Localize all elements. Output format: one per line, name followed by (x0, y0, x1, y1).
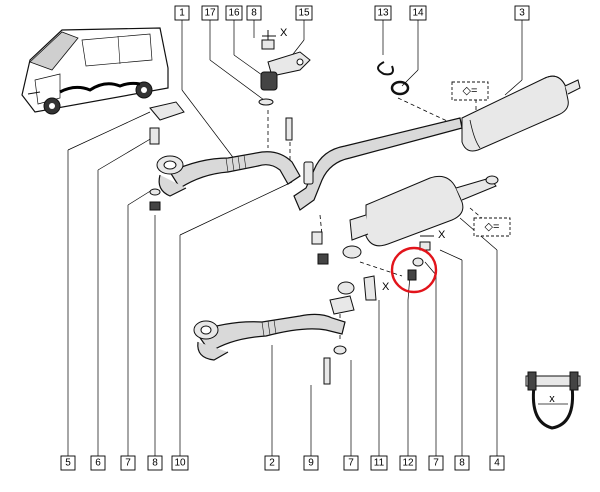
callout-11: 11 (370, 455, 388, 471)
callout-8-b: 8 (454, 455, 470, 471)
callout-7-c: 7 (428, 455, 444, 471)
svg-text:10: 10 (174, 458, 186, 469)
svg-text:8: 8 (251, 8, 257, 19)
torque-box-right: ◇= (473, 217, 511, 237)
svg-text:4: 4 (494, 458, 500, 469)
svg-text:3: 3 (519, 8, 525, 19)
svg-text:16: 16 (228, 8, 240, 19)
callout-7-b: 7 (343, 455, 359, 471)
callout-10: 10 (171, 455, 189, 471)
svg-text:15: 15 (298, 8, 310, 19)
callout-16: 16 (225, 5, 243, 21)
torque-box-top: ◇= (451, 81, 489, 101)
callout-15: 15 (295, 5, 313, 21)
rear-silencer (461, 75, 581, 152)
svg-text:12: 12 (402, 458, 414, 469)
callout-4: 4 (489, 455, 505, 471)
svg-text:7: 7 (433, 458, 439, 469)
svg-text:14: 14 (412, 8, 424, 19)
clamp-x-label: x (549, 393, 555, 405)
svg-text:8: 8 (152, 458, 158, 469)
torque-symbol-right: ◇= (485, 221, 500, 233)
clamp-detail: x (525, 371, 581, 430)
svg-text:8: 8 (459, 458, 465, 469)
callout-8-a: 8 (147, 455, 163, 471)
svg-text:7: 7 (348, 458, 354, 469)
x-mark-top: X (280, 27, 288, 39)
svg-text:9: 9 (308, 458, 314, 469)
x-annotations: X X X (262, 27, 446, 293)
svg-text:1: 1 (179, 8, 185, 19)
callout-3: 3 (514, 5, 530, 21)
intermediate-pipe (293, 117, 463, 211)
mounting-hardware (149, 30, 431, 385)
callout-1: 1 (174, 5, 190, 21)
torque-symbol-top: ◇= (463, 85, 478, 97)
callout-5: 5 (60, 455, 76, 471)
callout-6: 6 (90, 455, 106, 471)
callout-2: 2 (264, 455, 280, 471)
leader-lines-bottom (67, 111, 498, 456)
x-mark-right: X (438, 229, 446, 241)
svg-text:17: 17 (204, 8, 216, 19)
svg-text:13: 13 (377, 8, 389, 19)
leader-lines-top (181, 20, 523, 161)
svg-text:2: 2 (269, 458, 275, 469)
x-mark-clamp: X (382, 281, 390, 293)
van-illustration (21, 27, 169, 115)
front-pipe (156, 151, 301, 197)
callout-12: 12 (399, 455, 417, 471)
callout-14: 14 (409, 5, 427, 21)
center-silencer (349, 175, 499, 247)
svg-text:7: 7 (125, 458, 131, 469)
callout-13: 13 (374, 5, 392, 21)
callout-17: 17 (201, 5, 219, 21)
front-pipe-lower (193, 295, 355, 361)
callout-7-a: 7 (120, 455, 136, 471)
callout-9: 9 (303, 455, 319, 471)
svg-text:11: 11 (374, 458, 385, 469)
highlight-circle (390, 246, 438, 294)
svg-text:5: 5 (65, 458, 71, 469)
svg-text:6: 6 (95, 458, 101, 469)
callout-8-top: 8 (246, 5, 262, 21)
